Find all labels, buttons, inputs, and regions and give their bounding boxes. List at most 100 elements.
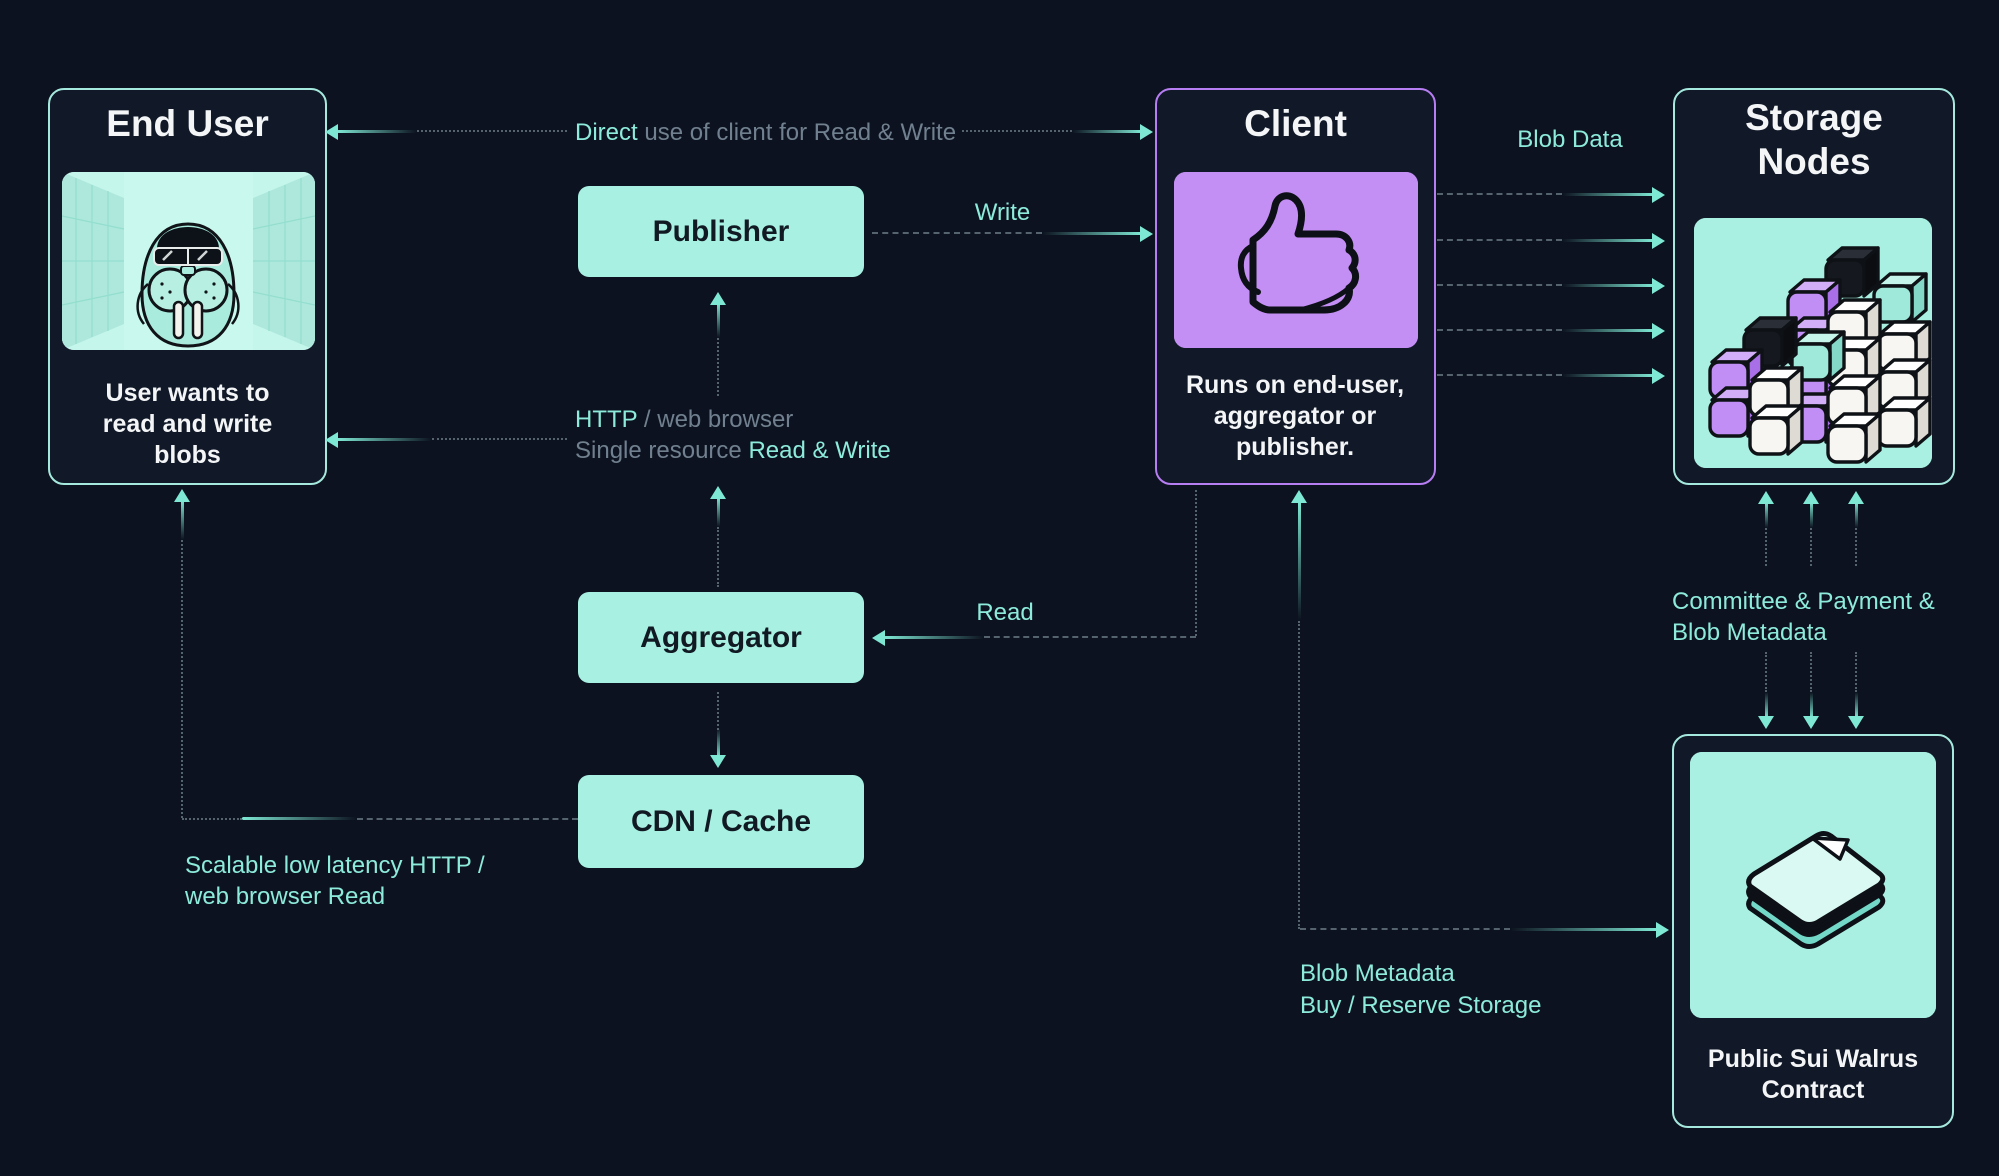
arrow-to-publisher-glow: [717, 303, 720, 338]
direct-use-label-gray: use of client for Read & Write: [637, 119, 957, 146]
cdn-cache-box: CDN / Cache: [578, 775, 864, 868]
arrow-write-head: [1140, 226, 1153, 242]
blob-arrow-4-head: [1652, 323, 1665, 339]
arrow-direct-left-glow: [337, 130, 417, 133]
arrow-to-http-head: [710, 486, 726, 499]
arrow-cdn-enduser-corner-dots: [182, 818, 242, 820]
arrow-read-head: [872, 630, 885, 646]
arrow-http-enduser-dots: [432, 438, 567, 440]
arrow-to-publisher-head: [710, 292, 726, 305]
arrow-direct-right-head: [1140, 124, 1153, 140]
arrow-client-contract-dashes: [1300, 928, 1510, 930]
scalable-label-line1: Scalable low latency HTTP /: [185, 852, 485, 879]
blob-arrow-4-glow: [1562, 329, 1654, 332]
client-caption: Runs on end-user, aggregator or publishe…: [1185, 371, 1405, 461]
arrow-http-enduser-head: [325, 432, 338, 448]
publisher-box: Publisher: [578, 186, 864, 277]
arrow-contract-client-head: [1291, 490, 1307, 503]
direct-use-label-teal: Direct: [575, 119, 638, 146]
buy-reserve-label: Buy / Reserve Storage: [1300, 992, 1542, 1019]
committee-up-1-glow: [1765, 502, 1768, 528]
committee-down-2-head: [1803, 716, 1819, 729]
arrow-to-cdn-dots: [717, 692, 719, 730]
arrow-http-enduser-glow: [337, 438, 432, 441]
arrow-read-vertical-dots: [1195, 490, 1197, 636]
committee-label-line2: Blob Metadata: [1672, 619, 1827, 646]
blob-arrow-2-dashes: [1437, 239, 1562, 241]
committee-down-2-dots: [1810, 652, 1812, 692]
arrow-write-glow: [1042, 232, 1142, 235]
end-user-image-panel: [62, 172, 315, 350]
storage-cubes-illustration: [1694, 218, 1932, 468]
blob-arrow-3-head: [1652, 278, 1665, 294]
thumbs-up-icon: [1174, 172, 1418, 348]
arrow-client-contract-head: [1656, 922, 1669, 938]
aggregator-box: Aggregator: [578, 592, 864, 683]
write-label: Write: [974, 199, 1031, 226]
arrow-contract-client-glow: [1298, 501, 1301, 621]
arrow-read-glow: [884, 636, 984, 639]
contract-papers-icon: [1690, 752, 1936, 1018]
arrow-cdn-enduser-hglow: [242, 817, 357, 820]
committee-label: Committee & Payment & Blob Metadata: [1672, 586, 1935, 648]
committee-up-1-head: [1758, 491, 1774, 504]
blob-arrow-5-dashes: [1437, 374, 1562, 376]
arrow-direct-left-dots: [417, 130, 567, 132]
committee-label-line1: Committee & Payment &: [1672, 588, 1935, 615]
http-label-gray: / web browser: [637, 406, 794, 433]
arrow-cdn-enduser-hdashes: [357, 818, 578, 820]
committee-down-3-dots: [1855, 652, 1857, 692]
http-label-teal: HTTP: [575, 406, 638, 433]
arrow-to-publisher-dots: [717, 338, 719, 396]
arrow-to-cdn-head: [710, 755, 726, 768]
client-image-panel: [1174, 172, 1418, 348]
blob-data-label: Blob Data: [1517, 126, 1623, 153]
aggregator-label: Aggregator: [640, 620, 802, 654]
committee-up-3-glow: [1855, 502, 1858, 528]
arrow-cdn-enduser-vglow: [181, 500, 184, 540]
committee-down-2-glow: [1810, 692, 1813, 718]
committee-up-3-dots: [1855, 528, 1857, 566]
arrow-cdn-enduser-vdots: [181, 540, 183, 818]
blob-arrow-5-head: [1652, 368, 1665, 384]
scalable-label: Scalable low latency HTTP / web browser …: [185, 850, 485, 912]
cdn-cache-label: CDN / Cache: [630, 804, 812, 838]
single-resource-label-teal: Read & Write: [748, 437, 891, 464]
blob-arrow-3-glow: [1562, 284, 1654, 287]
committee-down-1-glow: [1765, 692, 1768, 718]
http-web-browser-label: HTTP / web browser Single resource Read …: [575, 404, 891, 466]
committee-down-3-head: [1848, 716, 1864, 729]
direct-use-label: Direct use of client for Read & Write: [575, 117, 956, 148]
arrow-to-cdn-glow: [717, 728, 720, 758]
arrow-direct-left-head: [325, 124, 338, 140]
committee-down-1-dots: [1765, 652, 1767, 692]
blob-arrow-3-dashes: [1437, 284, 1562, 286]
end-user-caption: User wants to read and write blobs: [102, 379, 273, 469]
committee-down-3-glow: [1855, 692, 1858, 718]
arrow-direct-right-dots: [962, 130, 1072, 132]
committee-up-2-glow: [1810, 502, 1813, 528]
blob-metadata-label: Blob Metadata: [1300, 960, 1455, 987]
contract-image-panel: [1690, 752, 1936, 1018]
arrow-to-http-glow: [717, 497, 720, 527]
arrow-contract-client-dots: [1298, 621, 1300, 929]
arrow-read-dashes: [984, 636, 1196, 638]
committee-up-3-head: [1848, 491, 1864, 504]
client-title: Client: [1244, 103, 1347, 144]
end-user-title: End User: [106, 103, 269, 144]
arrow-cdn-enduser-head: [174, 489, 190, 502]
blob-arrow-1-glow: [1562, 193, 1654, 196]
committee-down-1-head: [1758, 716, 1774, 729]
contract-caption: Public Sui Walrus Contract: [1707, 1045, 1919, 1104]
blob-arrow-1-head: [1652, 187, 1665, 203]
committee-up-1-dots: [1765, 528, 1767, 566]
blob-arrow-5-glow: [1562, 374, 1654, 377]
read-label: Read: [976, 599, 1034, 626]
storage-nodes-title: Storage Nodes: [1745, 97, 1883, 182]
walrus-illustration: [62, 172, 315, 350]
arrow-write-dashes: [872, 232, 1042, 234]
blob-arrow-4-dashes: [1437, 329, 1562, 331]
blob-arrow-2-glow: [1562, 239, 1654, 242]
committee-up-2-dots: [1810, 528, 1812, 566]
